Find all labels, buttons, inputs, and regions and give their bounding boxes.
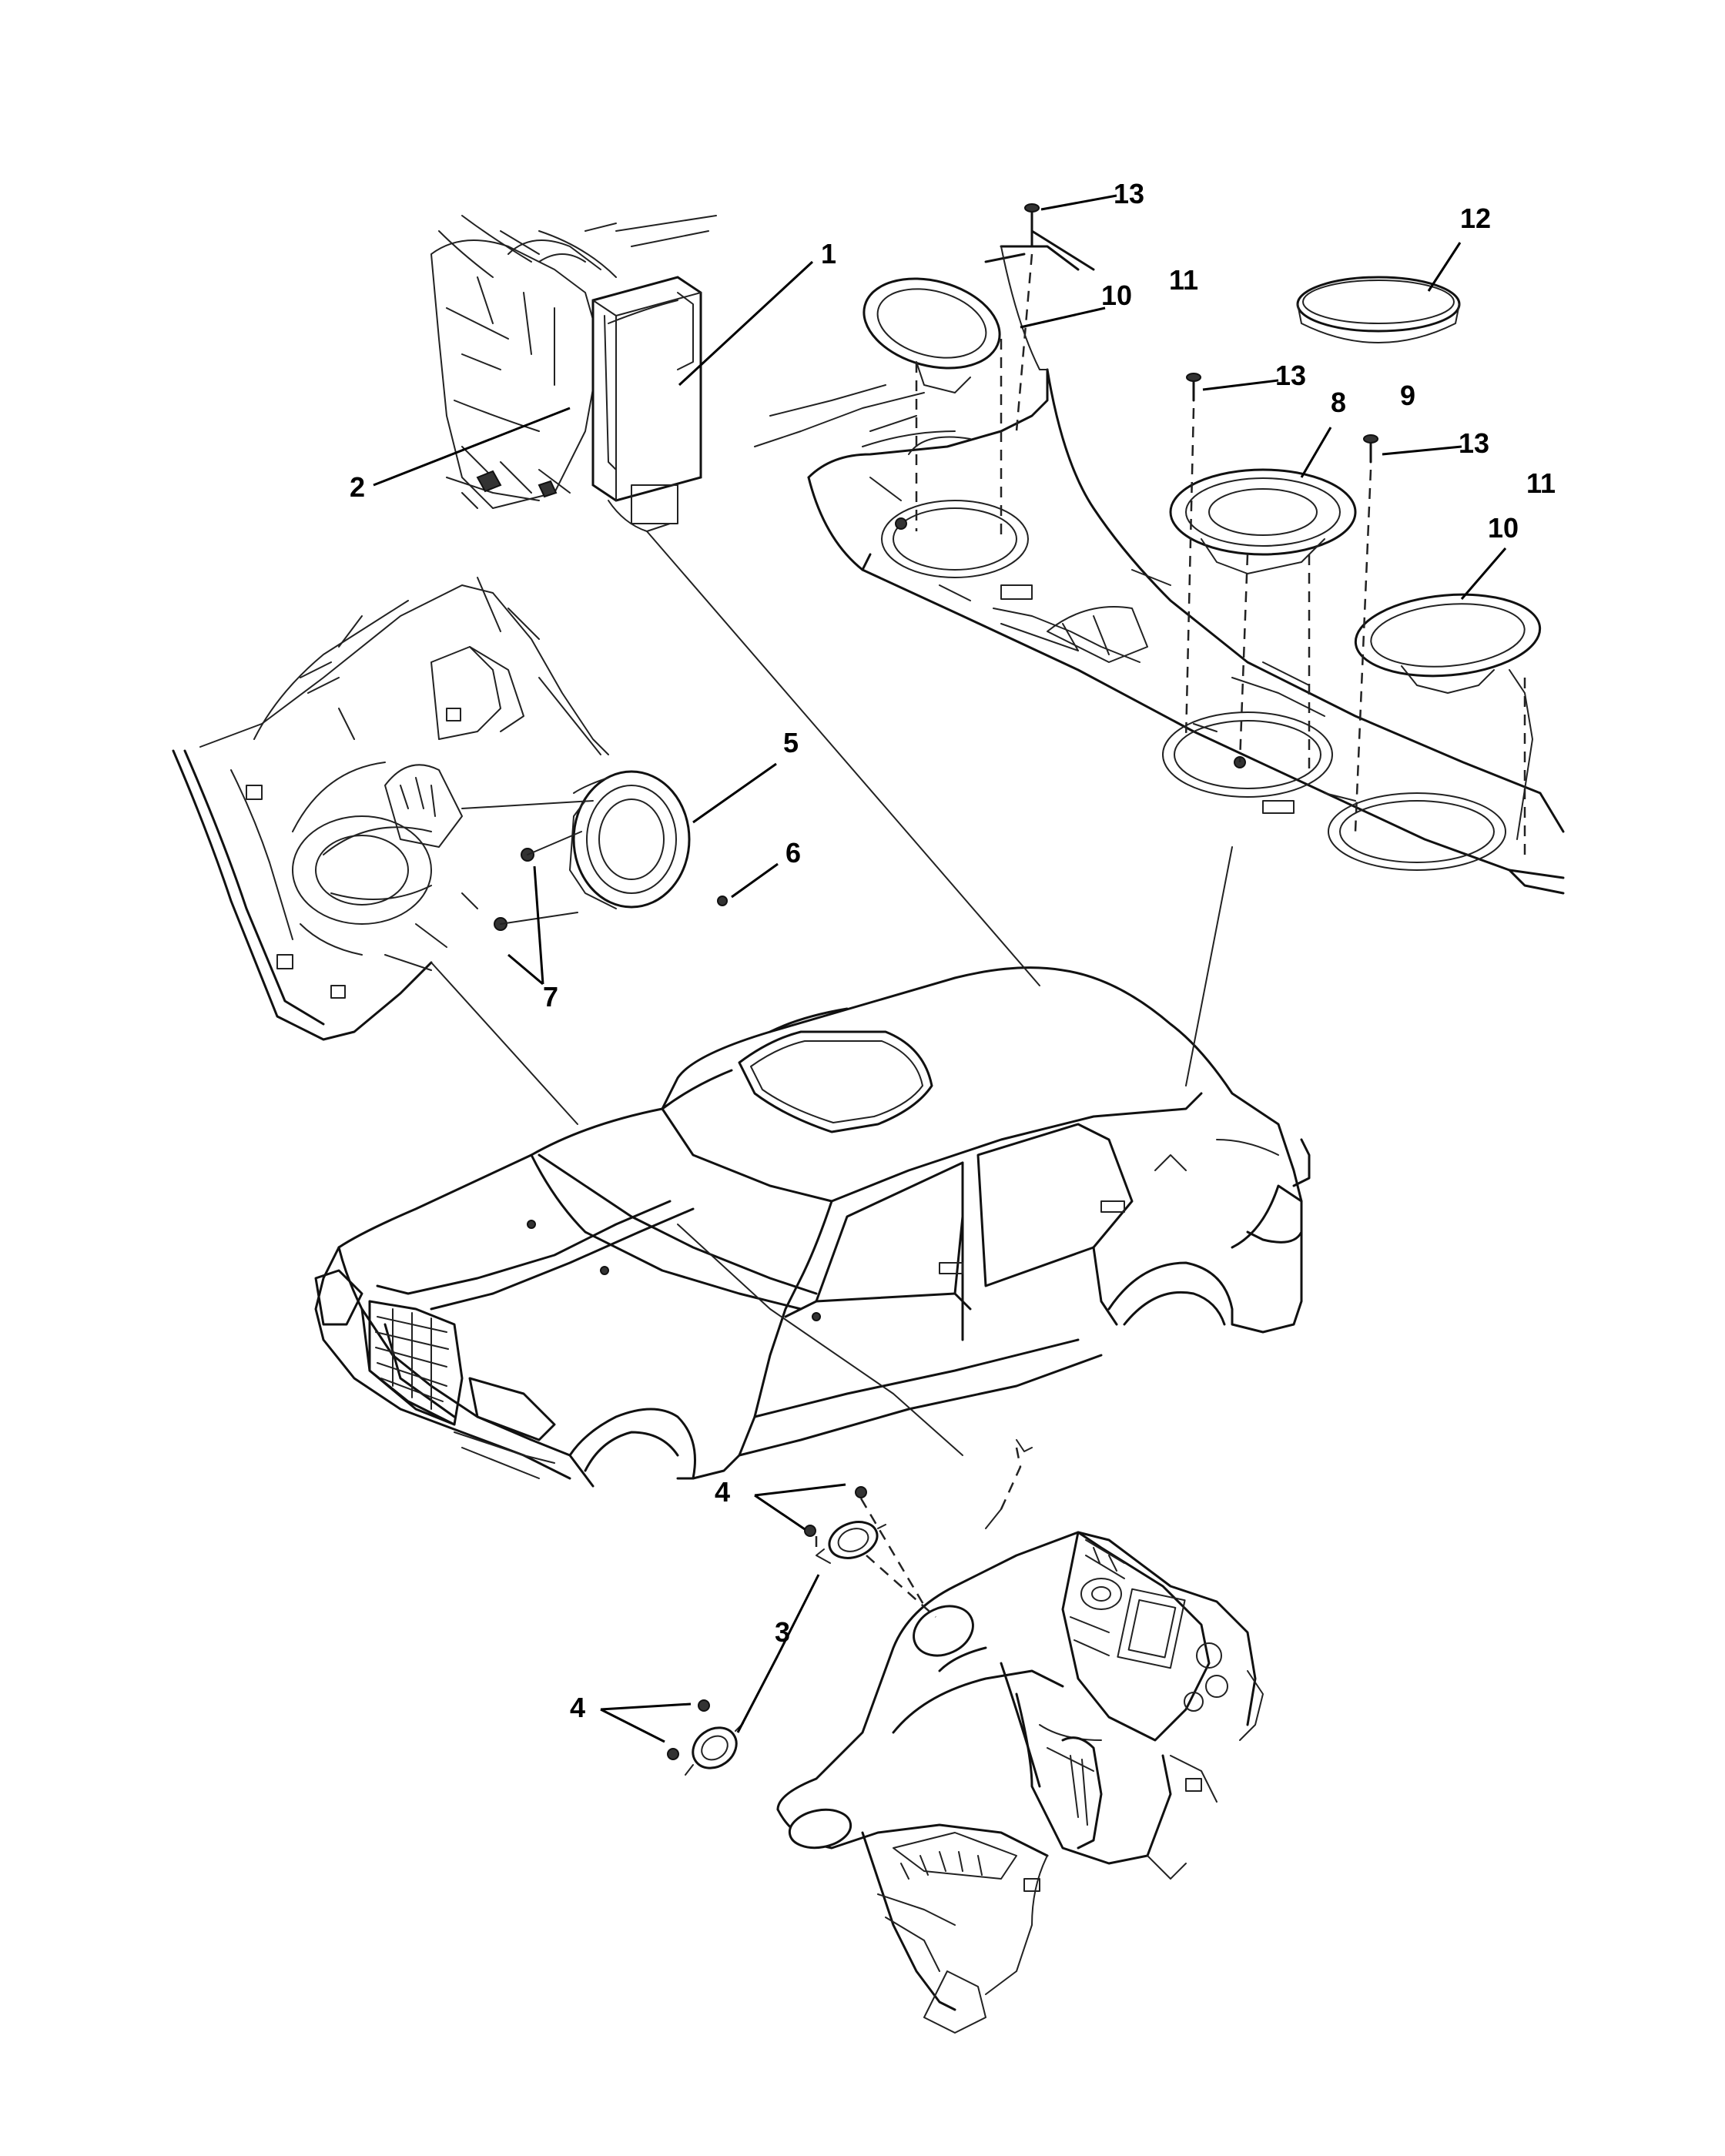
callout-6: 6 bbox=[785, 837, 801, 869]
callout-4-lower: 4 bbox=[570, 1692, 585, 1723]
callout-13-middle: 13 bbox=[1275, 360, 1306, 391]
callout-5: 5 bbox=[783, 727, 799, 758]
front-door-speaker bbox=[569, 770, 691, 909]
callout-10-left: 10 bbox=[1101, 280, 1132, 311]
callout-8: 8 bbox=[1331, 387, 1346, 418]
tweeter-screws bbox=[667, 1486, 867, 1760]
callout-2: 2 bbox=[350, 471, 365, 503]
assembly-connection-lines bbox=[430, 531, 1233, 1456]
speaker-gasket bbox=[1296, 276, 1461, 343]
amplifier-assembly bbox=[430, 215, 717, 532]
front-door-assembly bbox=[172, 577, 728, 1041]
rear-package-shelf bbox=[754, 203, 1565, 895]
callout-10-right: 10 bbox=[1488, 512, 1519, 544]
callout-13-top: 13 bbox=[1114, 178, 1144, 209]
rear-speaker-screws bbox=[1024, 203, 1378, 464]
rear-left-speaker bbox=[862, 277, 1001, 530]
instrument-panel bbox=[776, 1531, 1264, 2034]
callout-1: 1 bbox=[821, 238, 836, 270]
callout-11-right: 11 bbox=[1526, 467, 1556, 499]
vehicle-body bbox=[314, 966, 1311, 1488]
callout-labels: 1 2 3 4 4 5 6 7 8 9 10 10 11 11 12 13 13… bbox=[350, 178, 1556, 1723]
rear-round-speaker bbox=[1169, 468, 1357, 768]
door-speaker-screw bbox=[717, 896, 728, 906]
tweeter-lower bbox=[685, 1722, 744, 1776]
callout-13-right: 13 bbox=[1459, 427, 1489, 459]
callout-7: 7 bbox=[543, 981, 558, 1013]
callout-11-left: 11 bbox=[1169, 264, 1198, 296]
callout-12: 12 bbox=[1460, 203, 1491, 234]
callout-3: 3 bbox=[775, 1616, 790, 1648]
tweeter-upper bbox=[816, 1521, 886, 1564]
rear-right-speaker bbox=[1354, 593, 1542, 840]
callout-4-upper: 4 bbox=[715, 1476, 730, 1508]
leader-lines bbox=[373, 194, 1507, 1743]
callout-9: 9 bbox=[1400, 380, 1415, 411]
